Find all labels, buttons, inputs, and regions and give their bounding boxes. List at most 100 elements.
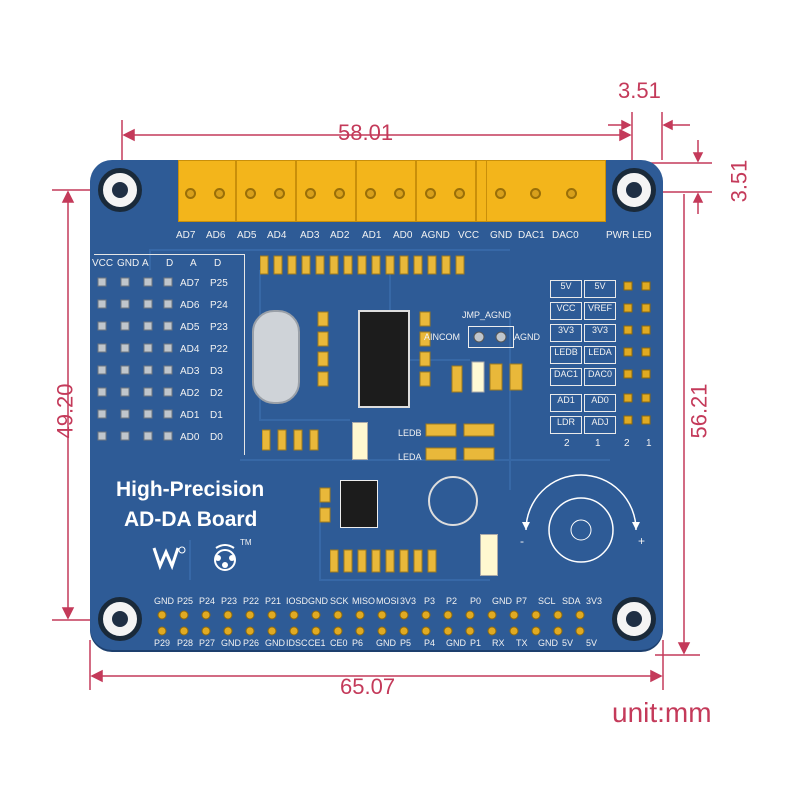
- row-label-ad7: AD7: [180, 278, 200, 289]
- row-label-p23: P23: [210, 322, 228, 333]
- smd-caps-left: [316, 310, 346, 400]
- label-ad2: AD2: [330, 230, 350, 241]
- left-pin-grid: [96, 276, 176, 448]
- gpio-label: CE0: [330, 638, 348, 648]
- leda-label: LEDA: [398, 452, 422, 462]
- gpio-label: GND: [376, 638, 396, 648]
- led-indicator: [352, 422, 368, 460]
- label-ad4: AD4: [267, 230, 287, 241]
- right-pin-header: [620, 278, 660, 438]
- row-label-ad2: AD2: [180, 388, 200, 399]
- row-label-ad5: AD5: [180, 322, 200, 333]
- pot-minus: -: [520, 534, 524, 548]
- right-label: 3V3: [550, 324, 582, 342]
- header-d: D: [166, 258, 174, 269]
- gpio-label: P26: [243, 638, 260, 648]
- gpio-label: P27: [199, 638, 216, 648]
- waveshare-logo-icon: [152, 544, 186, 571]
- header-vcc: VCC: [92, 258, 114, 269]
- gpio-label: GND: [446, 638, 466, 648]
- led-b-a: [424, 422, 504, 468]
- gpio-label: IOSD: [286, 596, 309, 606]
- smd-caps-right: [418, 310, 438, 400]
- gpio-label: P6: [352, 638, 364, 648]
- pcb-board: AD7 AD6 AD5 AD4 AD3 AD2 AD1 AD0 AGND VCC…: [90, 160, 663, 650]
- label-gnd: GND: [490, 230, 513, 241]
- pcb-traces: [149, 249, 610, 581]
- board-title-line2: AD-DA Board: [124, 508, 258, 531]
- gpio-label: P22: [243, 596, 260, 606]
- label-ad5: AD5: [237, 230, 257, 241]
- gpio-label: P28: [177, 638, 194, 648]
- right-label: 5V: [550, 280, 582, 298]
- header-d2: D: [214, 258, 222, 269]
- row-label-p25: P25: [210, 278, 228, 289]
- gpio-label: 3V3: [586, 596, 603, 606]
- gpio-label: P23: [221, 596, 238, 606]
- photoresistor: [428, 476, 478, 526]
- label-ad7: AD7: [176, 230, 196, 241]
- row-label-d2: D2: [210, 388, 223, 399]
- terminal-pad: [454, 188, 465, 199]
- tm-label: TM: [240, 538, 252, 547]
- right-label: LEDA: [584, 346, 616, 364]
- gpio-label: SDA: [562, 596, 581, 606]
- gpio-header: [154, 608, 604, 638]
- terminal-pad: [425, 188, 436, 199]
- smd-row-bottom: [329, 548, 470, 574]
- right-label: VCC: [550, 302, 582, 320]
- jmp-agnd-jumper[interactable]: [468, 326, 514, 348]
- aincom-label: AINCOM: [424, 332, 460, 342]
- terminal-pad: [566, 188, 577, 199]
- row-label-ad4: AD4: [180, 344, 200, 355]
- gpio-label: P5: [400, 638, 412, 648]
- potentiometer[interactable]: [516, 450, 646, 580]
- mounting-hole-tr: [612, 168, 656, 212]
- smd-caps: [318, 486, 332, 526]
- terminal-pad: [214, 188, 225, 199]
- gpio-label: P4: [424, 638, 436, 648]
- label-ad3: AD3: [300, 230, 320, 241]
- gpio-label: IDSC: [286, 638, 308, 648]
- gpio-label: GND: [154, 596, 174, 606]
- gpio-label: TX: [516, 638, 528, 648]
- board-title-line1: High-Precision: [116, 478, 265, 501]
- right-label: VREF: [584, 302, 616, 320]
- gpio-label: GND: [492, 596, 512, 606]
- row-label-d3: D3: [210, 366, 223, 377]
- gpio-label: P3: [424, 596, 436, 606]
- gpio-label: P21: [265, 596, 282, 606]
- jmp-agnd-label: JMP_AGND: [462, 310, 512, 320]
- mounting-hole-bl: [98, 597, 142, 641]
- smd-row-mid: [261, 428, 352, 452]
- row-label-ad6: AD6: [180, 300, 200, 311]
- adc-chip: [358, 310, 410, 408]
- right-num: 2: [564, 438, 570, 449]
- gpio-label: P7: [516, 596, 528, 606]
- gpio-label: GND: [538, 638, 558, 648]
- right-label: DAC1: [550, 368, 582, 386]
- smd-resistor-row: [259, 254, 470, 276]
- header-a: A: [142, 258, 149, 269]
- right-label: 3V3: [584, 324, 616, 342]
- header-a2: A: [190, 258, 197, 269]
- row-label-p22: P22: [210, 344, 228, 355]
- row-label-d1: D1: [210, 410, 223, 421]
- terminal-pad: [365, 188, 376, 199]
- right-num: 1: [646, 438, 652, 449]
- right-label: ADJ: [584, 416, 616, 434]
- row-label-ad3: AD3: [180, 366, 200, 377]
- right-label: AD0: [584, 394, 616, 412]
- dim-corner-x: 3.51: [618, 78, 661, 103]
- label-dac1: DAC1: [518, 230, 545, 241]
- ledb-label: LEDB: [398, 428, 422, 438]
- gpio-label: P29: [154, 638, 171, 648]
- dac-chip: [340, 480, 378, 528]
- label-ad1: AD1: [362, 230, 382, 241]
- label-agnd: AGND: [421, 230, 450, 241]
- gpio-label: 3V3: [400, 596, 417, 606]
- gpio-label: P0: [470, 596, 482, 606]
- label-ad6: AD6: [206, 230, 226, 241]
- terminal-pad: [245, 188, 256, 199]
- led-area: [450, 360, 530, 396]
